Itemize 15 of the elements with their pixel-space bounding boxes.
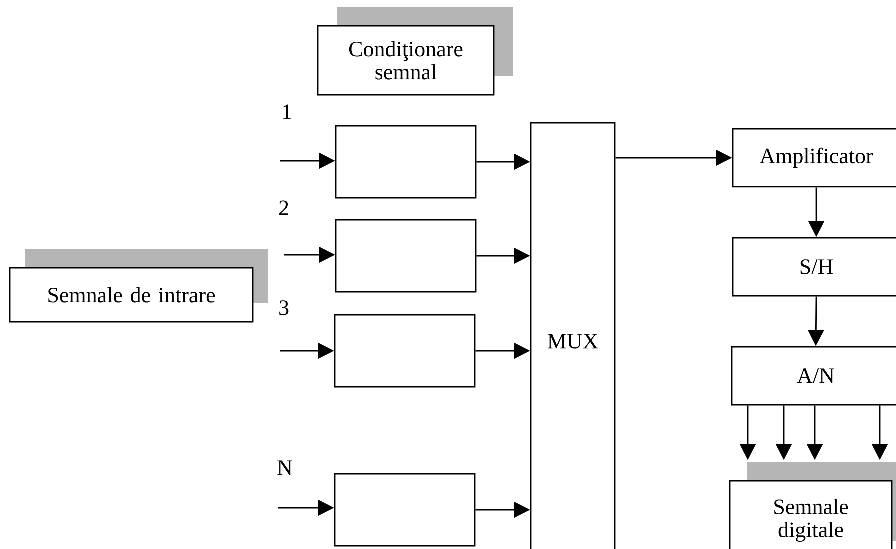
process-box: S/H xyxy=(732,237,896,297)
process-box: Amplificator xyxy=(732,128,896,188)
titled-box: Condiţionare semnal xyxy=(317,7,513,96)
input-number: N xyxy=(278,460,292,476)
output-box: Semnale digitale xyxy=(729,462,896,549)
input-number: 2 xyxy=(279,200,288,216)
conditioning-box xyxy=(334,473,476,547)
input-number: 3 xyxy=(280,300,289,316)
titled-box: Semnale de intrare xyxy=(9,249,268,323)
process-box: A/N xyxy=(731,346,896,406)
input-number: 1 xyxy=(283,104,292,120)
conditioning-box xyxy=(334,314,476,388)
multiplexer-box: MUX xyxy=(530,122,616,549)
conditioning-box xyxy=(335,125,477,199)
conditioning-box xyxy=(335,219,477,293)
